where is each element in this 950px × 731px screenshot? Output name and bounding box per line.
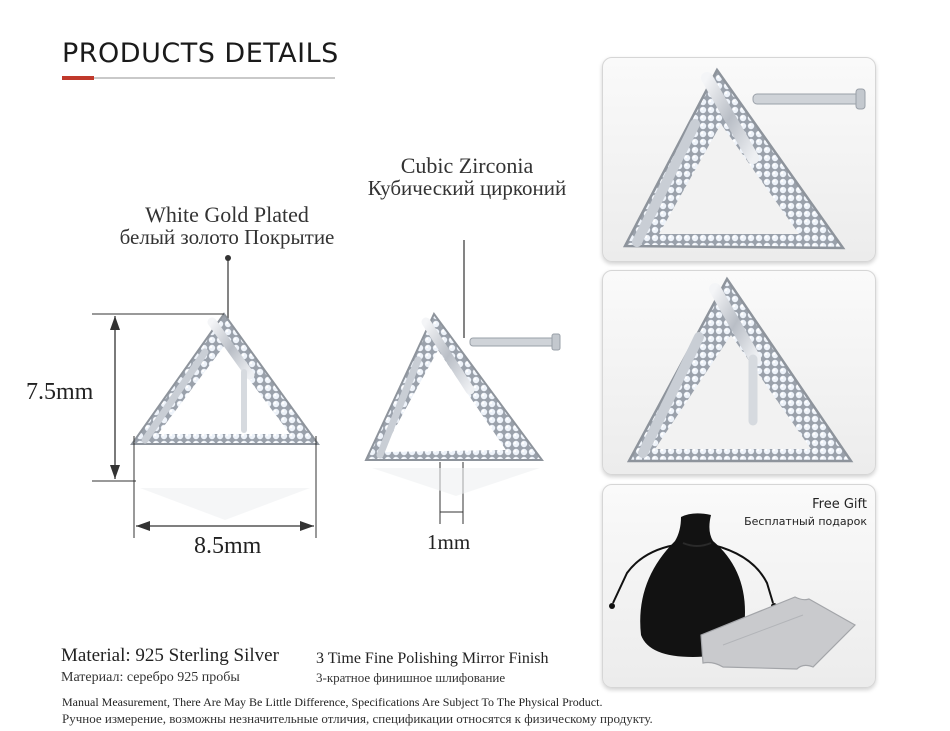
- polishing-cloth-icon: [700, 596, 856, 670]
- finish-en: 3 Time Fine Polishing Mirror Finish: [316, 650, 549, 667]
- product-photo-front: [602, 270, 876, 475]
- height-label: 7.5mm: [26, 379, 94, 405]
- free-gift-caption: Free Gift Бесплатный подарок: [744, 497, 867, 528]
- title-accent-bar: [62, 76, 94, 80]
- free-gift-label-ru: Бесплатный подарок: [744, 515, 867, 528]
- width-dimension: [133, 436, 317, 538]
- side-reflection: [372, 468, 540, 496]
- material-en: Material: 925 Sterling Silver: [61, 645, 279, 666]
- plating-label-ru: белый золото Покрытие: [119, 225, 335, 250]
- stone-callout: Cubic Zirconia Кубический цирконий: [342, 154, 592, 199]
- earring-dimension-diagram: [92, 240, 561, 538]
- product-photo-angled: [602, 57, 876, 262]
- measurement-disclaimer-ru: Ручное измерение, возможны незначительны…: [62, 711, 653, 726]
- band-width-label: 1mm: [427, 530, 471, 554]
- earring-front-photo: [626, 276, 854, 463]
- free-gift-card: Free Gift Бесплатный подарок: [602, 484, 876, 688]
- height-dimension: [92, 313, 224, 482]
- width-label: 8.5mm: [194, 533, 262, 559]
- free-gift-label-en: Free Gift: [812, 497, 867, 512]
- material-ru: Материал: серебро 925 пробы: [61, 670, 240, 685]
- finish-ru: 3-кратное финишное шлифование: [316, 670, 506, 685]
- stone-leader-line: [463, 240, 465, 338]
- page-title: PRODUCTS DETAILS: [62, 38, 339, 69]
- stone-label-ru: Кубический цирконий: [367, 176, 567, 201]
- plating-callout: White Gold Plated белый золото Покрытие: [92, 203, 362, 248]
- measurement-disclaimer-en: Manual Measurement, There Are May Be Lit…: [62, 695, 603, 709]
- earring-front-view: [130, 312, 320, 445]
- earring-side-view: [364, 312, 561, 461]
- stone-label-en: Cubic Zirconia: [400, 153, 534, 178]
- gift-pouch-and-cloth: [609, 513, 856, 670]
- earring-angled-photo: [622, 67, 866, 250]
- front-reflection: [140, 488, 310, 520]
- plating-label-en: White Gold Plated: [145, 202, 309, 227]
- title-underline: [62, 77, 335, 79]
